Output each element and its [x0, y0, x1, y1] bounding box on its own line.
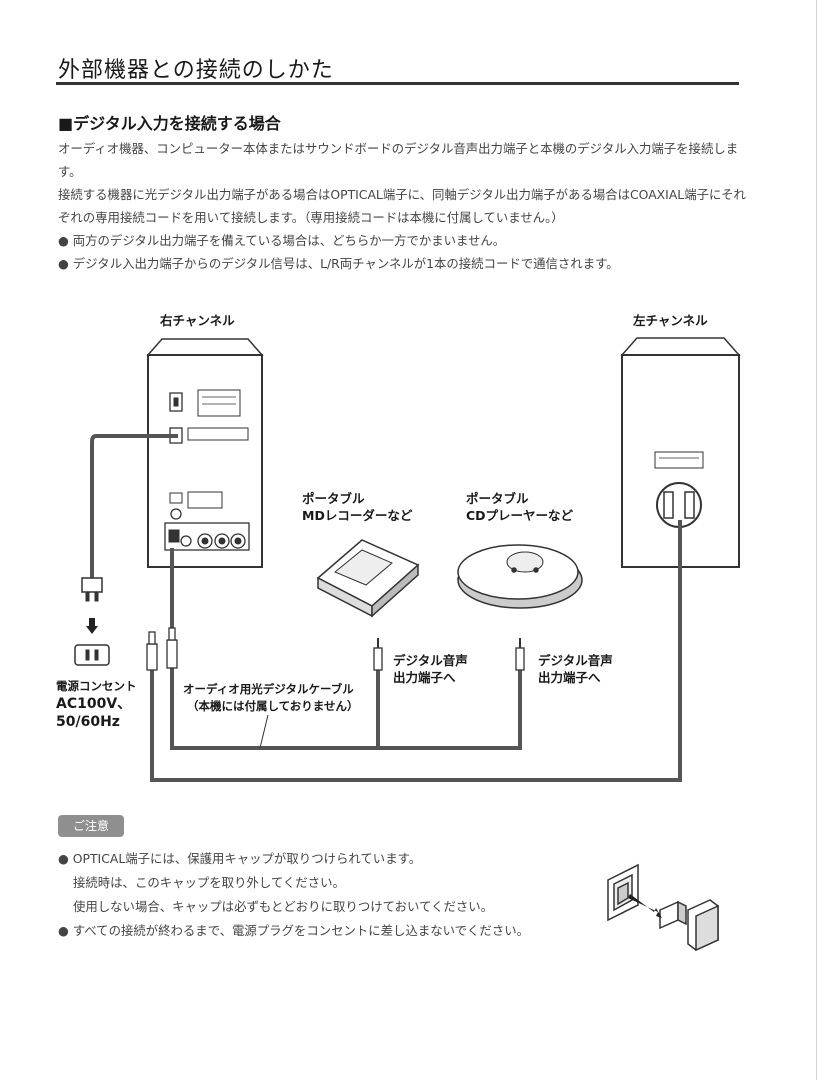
md-recorder-label: ポータブル MDレコーダーなど — [302, 490, 412, 524]
caution-item: ● OPTICAL端子には、保護用キャップが取りつけられています。 — [58, 851, 422, 866]
cable-label-line2: （本機には付属しておりません） — [187, 699, 359, 713]
caution-item-text: すべての接続が終わるまで、電源プラグをコンセントに差し込まないでください。 — [72, 923, 529, 938]
cable-label-line1: オーディオ用光デジタルケーブル — [183, 682, 354, 696]
bullet-text: 両方のデジタル出力端子を備えている場合は、どちらか一方でかまいません。 — [72, 233, 506, 248]
md-recorder-label-line1: ポータブル — [302, 491, 365, 506]
page-edge-line — [816, 0, 817, 1080]
cd-plug — [515, 638, 525, 671]
title-rule — [56, 82, 739, 85]
cable-label: オーディオ用光デジタルケーブル （本機には付属しておりません） — [183, 681, 358, 715]
protective-cap-illustration — [607, 863, 719, 952]
paragraph: 接続する機器に光デジタル出力端子がある場合はOPTICAL端子に、同軸デジタル出… — [58, 187, 746, 225]
digital-out-label-cd-line2: 出力端子へ — [538, 670, 601, 685]
coaxial-cable — [150, 520, 682, 782]
bullet-text: デジタル入出力端子からのデジタル信号は、L/R両チャンネルが1本の接続コードで通… — [72, 256, 619, 271]
section-body: オーディオ機器、コンピューター本体またはサウンドボードのデジタル音声出力端子と本… — [58, 137, 746, 275]
arrow-icon — [628, 894, 662, 918]
outlet-label: 電源コンセント AC100V、 50/60Hz — [56, 678, 137, 731]
caution-subitem: 使用しない場合、キャップは必ずもとどおりに取りつけておいてください。 — [73, 899, 494, 914]
cable-label-pointer — [259, 714, 269, 749]
outlet-label-line2: AC100V、 — [56, 696, 132, 712]
cd-player-label: ポータブル CDプレーヤーなど — [466, 490, 573, 524]
caution-badge: ご注意 — [58, 815, 124, 837]
page-title: 外部機器との接続のしかた — [58, 58, 334, 83]
cd-player-label-line2: CDプレーヤーなど — [466, 508, 574, 523]
digital-out-label-cd-line1: デジタル音声 — [538, 653, 613, 668]
bullet-item: ● デジタル入出力端子からのデジタル信号は、L/R両チャンネルが1本の接続コード… — [58, 256, 619, 271]
right-channel-label: 右チャンネル — [160, 313, 235, 328]
digital-out-label-md-line1: デジタル音声 — [393, 653, 468, 668]
outlet-label-line1: 電源コンセント — [56, 679, 137, 693]
md-recorder-illustration — [316, 539, 420, 618]
caution-item-text: OPTICAL端子には、保護用キャップが取りつけられています。 — [72, 851, 422, 866]
power-plug-illustration — [74, 577, 110, 666]
bullet-item: ● 両方のデジタル出力端子を備えている場合は、どちらか一方でかまいません。 — [58, 233, 506, 248]
caution-subitem: 接続時は、このキャップを取り外してください。 — [73, 875, 345, 890]
caution-text: ● OPTICAL端子には、保護用キャップが取りつけられています。 接続時は、こ… — [58, 847, 598, 943]
cd-cable — [378, 670, 522, 750]
left-channel-label: 左チャンネル — [633, 313, 708, 328]
outlet-label-line3: 50/60Hz — [56, 714, 120, 730]
digital-out-label-md-line2: 出力端子へ — [393, 670, 456, 685]
connection-diagram — [74, 337, 741, 782]
caution-item: ● すべての接続が終わるまで、電源プラグをコンセントに差し込まないでください。 — [58, 923, 529, 938]
coaxial-plug — [146, 631, 158, 671]
md-recorder-label-line2: MDレコーダーなど — [302, 508, 413, 523]
optical-plug — [166, 627, 383, 671]
cd-player-label-line1: ポータブル — [466, 491, 529, 506]
digital-out-label-cd: デジタル音声 出力端子へ — [538, 652, 613, 686]
paragraph: オーディオ機器、コンピューター本体またはサウンドボードのデジタル音声出力端子と本… — [58, 141, 739, 179]
digital-out-label-md: デジタル音声 出力端子へ — [393, 652, 468, 686]
section-title: ■デジタル入力を接続する場合 — [58, 114, 281, 133]
cd-player-illustration — [457, 544, 583, 609]
power-cord — [90, 434, 178, 580]
right-speaker-illustration — [146, 338, 264, 568]
